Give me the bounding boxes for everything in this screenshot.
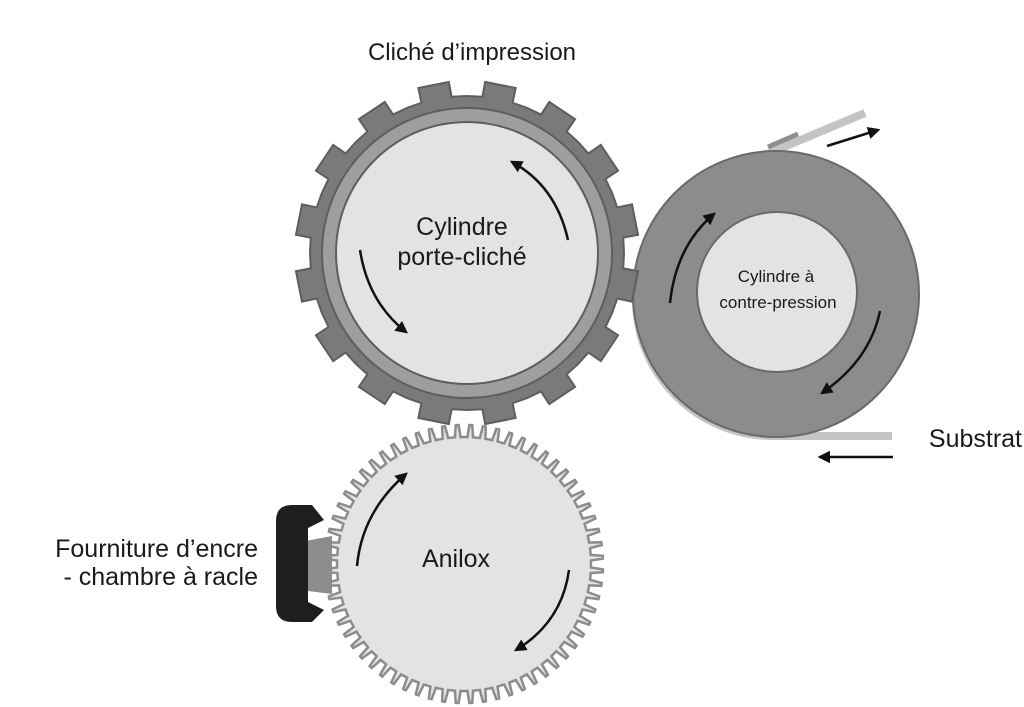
plate-arrow-upper-icon bbox=[509, 160, 570, 241]
anilox-roller bbox=[323, 423, 605, 705]
substrate-label: Substrat bbox=[929, 425, 1022, 453]
web-exit-arrow-icon bbox=[826, 127, 881, 148]
rotation-arrows bbox=[355, 160, 882, 652]
impression-arrow-left-icon bbox=[668, 212, 716, 304]
impression-cylinder-label-1: Cylindre à bbox=[738, 267, 815, 286]
direction-arrows bbox=[817, 127, 893, 464]
ink-supply-label-2: - chambre à racle bbox=[63, 563, 258, 591]
chamber-body bbox=[276, 505, 324, 622]
plate-cylinder-label-2: porte-cliché bbox=[397, 243, 526, 271]
doctor-blade-chamber bbox=[276, 505, 332, 622]
impression-arrow-right-icon bbox=[819, 310, 882, 395]
impression-cylinder-label-2: contre-pression bbox=[719, 293, 836, 312]
plate-arrow-lower-icon bbox=[358, 249, 408, 334]
ink-supply-label-1: Fourniture d’encre bbox=[55, 535, 258, 563]
anilox-arrow-right-icon bbox=[513, 569, 571, 652]
plate-cylinder-label-1: Cylindre bbox=[416, 213, 508, 241]
anilox-label: Anilox bbox=[422, 545, 491, 573]
anilox-cells bbox=[323, 423, 605, 705]
plate-label: Cliché d’impression bbox=[368, 39, 576, 66]
anilox-arrow-left-icon bbox=[355, 472, 408, 567]
